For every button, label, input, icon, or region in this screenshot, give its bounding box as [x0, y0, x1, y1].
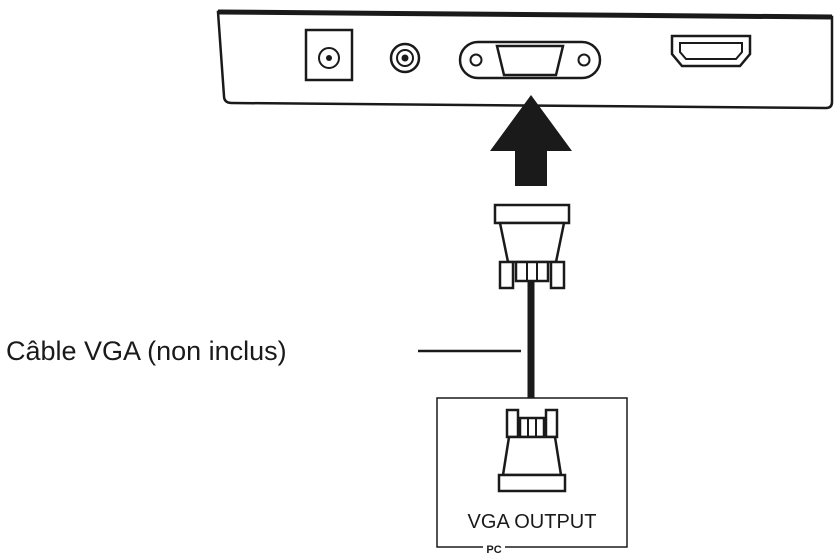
pc-port-label: VGA OUTPUT	[468, 511, 597, 533]
vga-cable-connector-top	[493, 203, 571, 290]
pc-label: PC	[486, 544, 501, 556]
cable-label: Câble VGA (non inclus)	[6, 336, 287, 366]
vga-cable-connector-bottom	[497, 408, 567, 493]
dc-power-jack-icon	[304, 28, 354, 82]
up-arrow-icon	[490, 95, 572, 186]
vga-port-icon	[458, 40, 602, 80]
audio-jack-icon	[389, 42, 421, 74]
hdmi-port-icon	[670, 34, 752, 68]
